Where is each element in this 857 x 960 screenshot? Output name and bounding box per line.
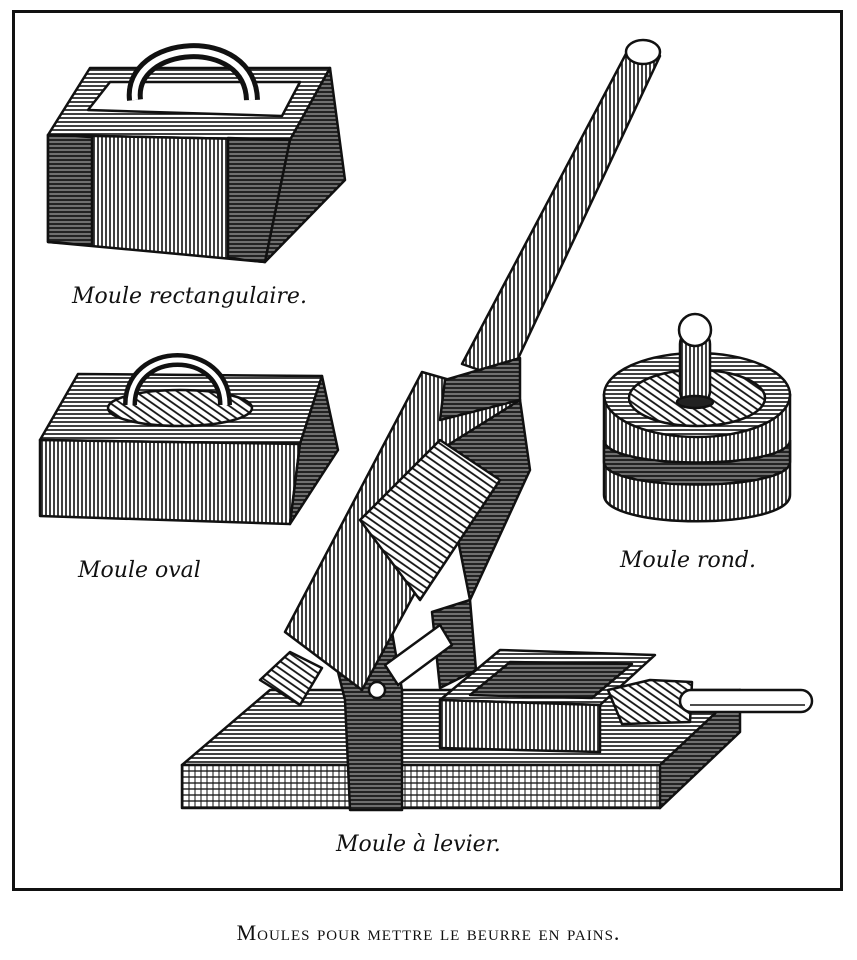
label-round-mold: Moule rond.	[620, 548, 756, 573]
rectangular-mold-drawing	[46, 43, 347, 264]
label-rectangular-mold: Moule rectangulaire.	[72, 284, 307, 309]
oval-mold-drawing	[38, 353, 340, 526]
lever-mold-drawing	[180, 38, 814, 812]
label-lever-mold: Moule à levier.	[336, 832, 501, 857]
round-mold-drawing	[602, 312, 792, 523]
plate-caption: Moules pour mettre le beurre en pains.	[236, 920, 621, 945]
label-oval-mold: Moule oval	[78, 558, 201, 583]
